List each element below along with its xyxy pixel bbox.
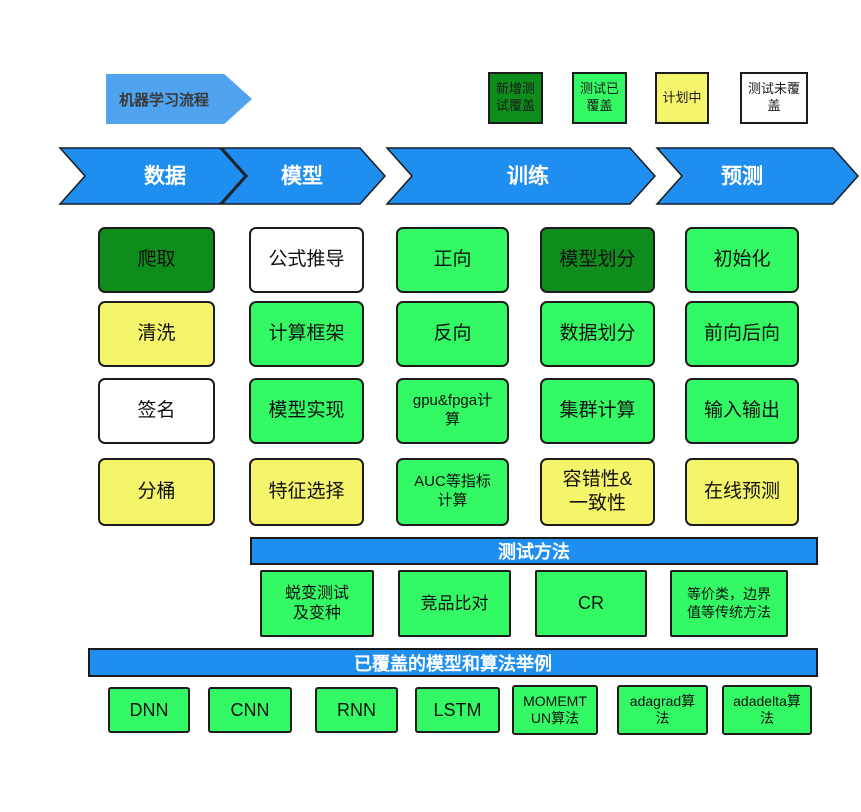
test-methods-banner: 测试方法 — [250, 537, 818, 565]
stage-label-data: 数据 — [144, 165, 186, 188]
stage-chevron-train — [385, 147, 657, 205]
test-method-item-1: 蜕变测试及变种 — [260, 570, 374, 637]
grid-cell-c1r1: 爬取 — [98, 227, 215, 293]
model-item-cnn: CNN — [208, 687, 292, 733]
legend-label: 计划中 — [662, 89, 702, 105]
stage-chevron-model — [220, 147, 387, 205]
grid-cell-c3r1: 正向 — [396, 227, 509, 293]
grid-cell-c4r3: 集群计算 — [540, 378, 655, 444]
grid-cell-c5r4: 在线预测 — [685, 458, 799, 526]
model-item-adadelta: adadelta算法 — [722, 685, 812, 735]
grid-cell-c5r1: 初始化 — [685, 227, 799, 293]
legend-item-covered: 测试已覆盖 — [572, 72, 627, 124]
grid-cell-c2r2: 计算框架 — [249, 301, 364, 367]
grid-cell-c5r3: 输入输出 — [685, 378, 799, 444]
grid-cell-c3r3: gpu&fpga计算 — [396, 378, 509, 444]
model-item-rnn: RNN — [315, 687, 398, 733]
stage-chevron-data — [58, 147, 247, 205]
stage-chevron-predict — [655, 147, 860, 205]
model-item-adagrad: adagrad算法 — [617, 685, 708, 735]
legend-label: 测试已覆盖 — [579, 81, 619, 113]
stage-label-predict: 预测 — [721, 165, 763, 188]
grid-cell-c1r3: 签名 — [98, 378, 215, 444]
grid-cell-c5r2: 前向后向 — [685, 301, 799, 367]
legend-item-planned: 计划中 — [655, 72, 709, 124]
grid-cell-c1r2: 清洗 — [98, 301, 215, 367]
model-item-dnn: DNN — [108, 687, 190, 733]
test-method-item-4: 等价类，边界值等传统方法 — [670, 570, 788, 637]
grid-cell-c4r1: 模型划分 — [540, 227, 655, 293]
process-title-label: 机器学习流程 — [118, 91, 209, 109]
test-method-item-2: 竞品比对 — [398, 570, 511, 637]
grid-cell-c1r4: 分桶 — [98, 458, 215, 526]
grid-cell-c2r4: 特征选择 — [249, 458, 364, 526]
pipeline-chevrons — [58, 147, 860, 205]
legend-item-not-covered: 测试未覆盖 — [740, 72, 808, 124]
legend-label: 测试未覆盖 — [747, 81, 800, 113]
grid-cell-c4r2: 数据划分 — [540, 301, 655, 367]
covered-models-banner: 已覆盖的模型和算法举例 — [88, 648, 818, 677]
grid-cell-c2r1: 公式推导 — [249, 227, 364, 293]
process-title-arrow: 机器学习流程 — [106, 74, 252, 124]
legend-item-new-covered: 新增测试覆盖 — [488, 72, 543, 124]
grid-cell-c3r2: 反向 — [396, 301, 509, 367]
legend-label: 新增测试覆盖 — [495, 81, 535, 113]
grid-cell-c2r3: 模型实现 — [249, 378, 364, 444]
test-method-item-3: CR — [535, 570, 647, 637]
stage-label-model: 模型 — [281, 165, 323, 188]
grid-cell-c3r4: AUC等指标计算 — [396, 458, 509, 526]
grid-cell-c4r4: 容错性&一致性 — [540, 458, 655, 526]
model-item-lstm: LSTM — [415, 687, 500, 733]
model-item-momentum: MOMEMTUN算法 — [512, 685, 598, 735]
stage-label-train: 训练 — [507, 165, 549, 188]
